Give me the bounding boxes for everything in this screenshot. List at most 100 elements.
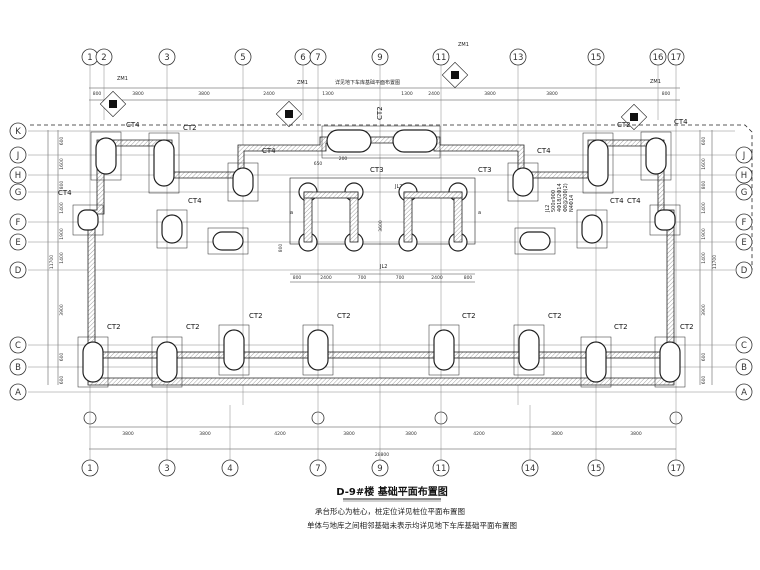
svg-text:CT2: CT2 [376,106,384,120]
svg-text:800: 800 [278,244,284,253]
svg-text:9: 9 [377,53,382,63]
note-line-2: 单体与地库之间相邻基础未表示均详见地下车库基础平面布置图 [307,520,517,530]
svg-text:600: 600 [701,376,707,385]
svg-text:600: 600 [59,376,65,385]
bottom-axis-markers [83,411,683,425]
svg-text:800: 800 [293,275,302,281]
svg-text:CT4: CT4 [610,197,624,205]
svg-text:CT2: CT2 [680,323,694,331]
pile-cap-ct2: CT2 [582,121,631,194]
svg-text:ZM1: ZM1 [650,79,661,85]
svg-text:A: A [741,388,747,398]
svg-text:3900: 3900 [701,304,707,316]
zm-marker: ZM1 [99,76,128,118]
svg-text:16: 16 [653,53,664,63]
svg-text:3600: 3600 [378,220,384,232]
svg-text:3800: 3800 [630,431,642,437]
svg-text:CT2: CT2 [183,124,197,132]
pile-cap-ct4: CT4 [576,197,624,249]
row-grid-lines [28,130,735,393]
top-dimension-chain: 800 3800 3800 2400 1300 1300 2400 3800 3… [89,87,680,101]
svg-text:H: H [741,171,747,181]
pile-cap-ct4: CT4 [227,147,276,202]
svg-text:N4Φ14: N4Φ14 [569,195,575,212]
svg-text:600: 600 [701,353,707,362]
pile-cap-ct2: CT2 [302,312,351,376]
svg-text:CT2: CT2 [614,323,628,331]
svg-text:5: 5 [240,53,245,63]
svg-text:800: 800 [464,275,473,281]
top-dim: 3800 [484,91,496,97]
svg-text:3800: 3800 [199,431,211,437]
pile-cap-ct4: CT4 [627,197,681,236]
svg-text:Φ8@200(2): Φ8@200(2) [563,183,569,212]
svg-text:800: 800 [59,181,65,190]
svg-text:ZM1: ZM1 [117,76,128,82]
svg-text:6: 6 [300,53,305,63]
pile-cap-ct3: CT3 [298,166,384,252]
svg-text:1900: 1900 [59,228,65,240]
svg-text:A: A [15,388,21,398]
svg-text:C: C [741,341,747,351]
svg-text:J: J [16,151,20,161]
svg-text:ZM1: ZM1 [297,80,308,86]
axis-bubble-9: 9 [371,48,389,405]
zm-marker: ZM1 [620,79,661,131]
svg-text:CT4: CT4 [537,147,551,155]
zm-marker: ZM1 [275,80,308,128]
drawing-title: D-9#楼 基础平面布置图 [336,485,447,498]
svg-text:C: C [15,341,21,351]
svg-text:7: 7 [315,464,320,474]
top-dim: 3800 [198,91,210,97]
svg-text:CT4: CT4 [126,121,140,129]
svg-text:11700: 11700 [712,255,718,269]
pile-cap-ct4 [207,227,249,255]
pile-cap-ct4: CT4 [640,118,688,181]
svg-text:E: E [741,238,746,248]
pile-cap-ct4: CT4 [58,189,104,236]
svg-text:3800: 3800 [122,431,134,437]
pile-cap-ct2: CT2 [580,323,628,388]
svg-text:17: 17 [671,464,682,474]
svg-text:CT2: CT2 [249,312,263,320]
svg-text:200: 200 [339,156,348,162]
core-area: 800 2400 700 700 2400 800 650 200 3600 8… [278,156,476,283]
axis-bubble-2: 2 [95,48,113,120]
svg-text:3800: 3800 [405,431,417,437]
right-axis: J H G F E D C B A 11700 600 1600 800 140… [699,130,753,401]
svg-text:13: 13 [513,53,524,63]
axis-bubble-6: 6 [294,48,312,120]
svg-text:1400: 1400 [59,202,65,214]
svg-text:JL2: JL2 [379,264,387,270]
bottom-axis-bubbles: 1 3 4 7 9 11 14 15 17 [81,405,685,477]
svg-text:600: 600 [59,137,65,146]
svg-text:CT2: CT2 [462,312,476,320]
svg-text:3900: 3900 [59,304,65,316]
axis-bubble-16: 16 [649,48,667,120]
svg-text:17: 17 [671,53,682,63]
svg-text:CT4: CT4 [674,118,688,126]
svg-text:3: 3 [164,464,169,474]
svg-text:1400: 1400 [701,202,707,214]
svg-text:CT2: CT2 [548,312,562,320]
svg-text:CT2: CT2 [186,323,200,331]
pile-cap-ct2: CT2 [148,124,197,194]
pile-cap-ct2: CT2 [321,106,441,159]
svg-text:CT2: CT2 [617,121,631,129]
title-block: D-9#楼 基础平面布置图 承台形心为桩心，桩定位详见桩位平面布置图 单体与地库… [307,485,517,530]
pile-cap-ct4: CT4 [90,121,140,181]
svg-text:D: D [15,266,22,276]
svg-text:G: G [15,188,22,198]
svg-text:F: F [16,218,21,228]
svg-text:J: J [742,151,746,161]
pile-cap-ct2: CT2 [218,312,263,376]
svg-text:11700: 11700 [49,255,55,269]
top-dim: 800 [93,91,102,97]
svg-text:650: 650 [314,161,323,167]
left-axis: K J H G F E D C B A 11700 600 1600 800 1… [9,122,65,401]
svg-text:4Φ18/2Φ14: 4Φ18/2Φ14 [557,183,563,212]
svg-text:CT2: CT2 [107,323,121,331]
beam-note: JL2 500x900 4Φ18/2Φ14 Φ8@200(2) N4Φ14 [545,183,575,213]
svg-text:F: F [742,218,747,228]
